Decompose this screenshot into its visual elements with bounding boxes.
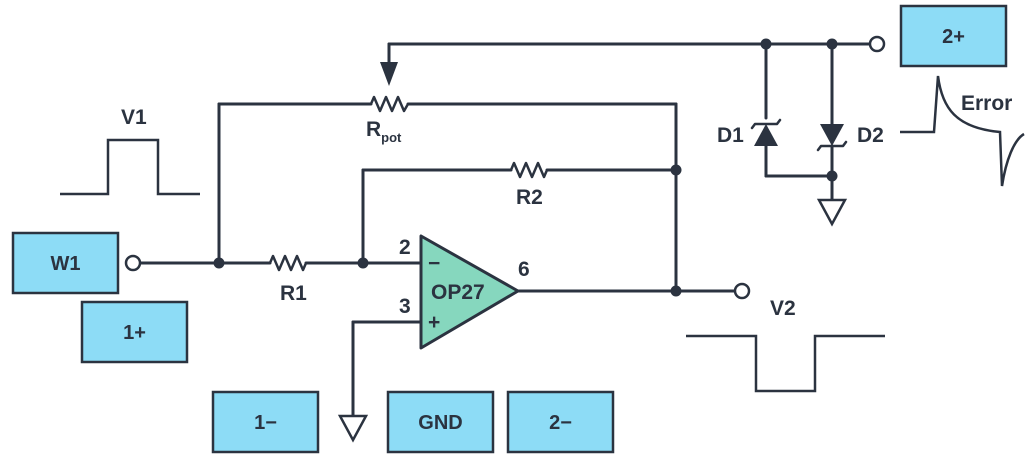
v2-label: V2 (770, 297, 796, 320)
connector-1-plus: 1+ (80, 300, 189, 364)
r1-resistor (268, 254, 308, 272)
r2-label: R2 (516, 186, 543, 209)
connector-2-plus: 2+ (899, 4, 1008, 68)
svg-text:1−: 1− (254, 412, 277, 434)
svg-text:1+: 1+ (123, 322, 146, 344)
d2-label: D2 (857, 124, 884, 147)
svg-text:GND: GND (418, 412, 462, 434)
rpot-wiper-arrow (380, 62, 398, 86)
error-label: Error (961, 92, 1012, 115)
op27-opamp (419, 234, 520, 350)
connector-gnd: GND (386, 390, 495, 454)
r2-resistor (509, 161, 549, 179)
d2-zener-diode (816, 124, 848, 152)
svg-text:2+: 2+ (942, 26, 965, 48)
v1-label: V1 (121, 106, 147, 129)
top-terminal (868, 35, 886, 53)
svg-text:W1: W1 (51, 253, 81, 275)
v1-pulse-waveform (60, 138, 200, 196)
input-terminal (124, 254, 142, 272)
connector-2-minus: 2− (506, 390, 615, 454)
inverting-sign: − (428, 252, 440, 275)
v2-pulse-waveform (686, 334, 885, 393)
rpot-label: Rpot (366, 118, 402, 145)
connector-1-minus: 1− (211, 390, 320, 454)
pin-3-label: 3 (399, 295, 411, 318)
pin-6-label: 6 (518, 258, 530, 281)
opamp-label: OP27 (431, 281, 485, 304)
d1-zener-diode (750, 118, 782, 146)
d1-label: D1 (717, 124, 744, 147)
ground-symbol-opamp (337, 414, 369, 443)
wires (138, 42, 872, 418)
ground-symbol-diodes (816, 198, 848, 227)
pin-2-label: 2 (399, 236, 411, 259)
connector-w1: W1 (11, 231, 120, 295)
error-waveform (900, 75, 1025, 187)
r1-label: R1 (280, 282, 307, 305)
noninverting-sign: + (428, 311, 440, 334)
junction-dots (213, 38, 838, 297)
svg-text:2−: 2− (549, 412, 572, 434)
output-terminal (733, 282, 751, 300)
rpot-resistor (369, 95, 410, 113)
